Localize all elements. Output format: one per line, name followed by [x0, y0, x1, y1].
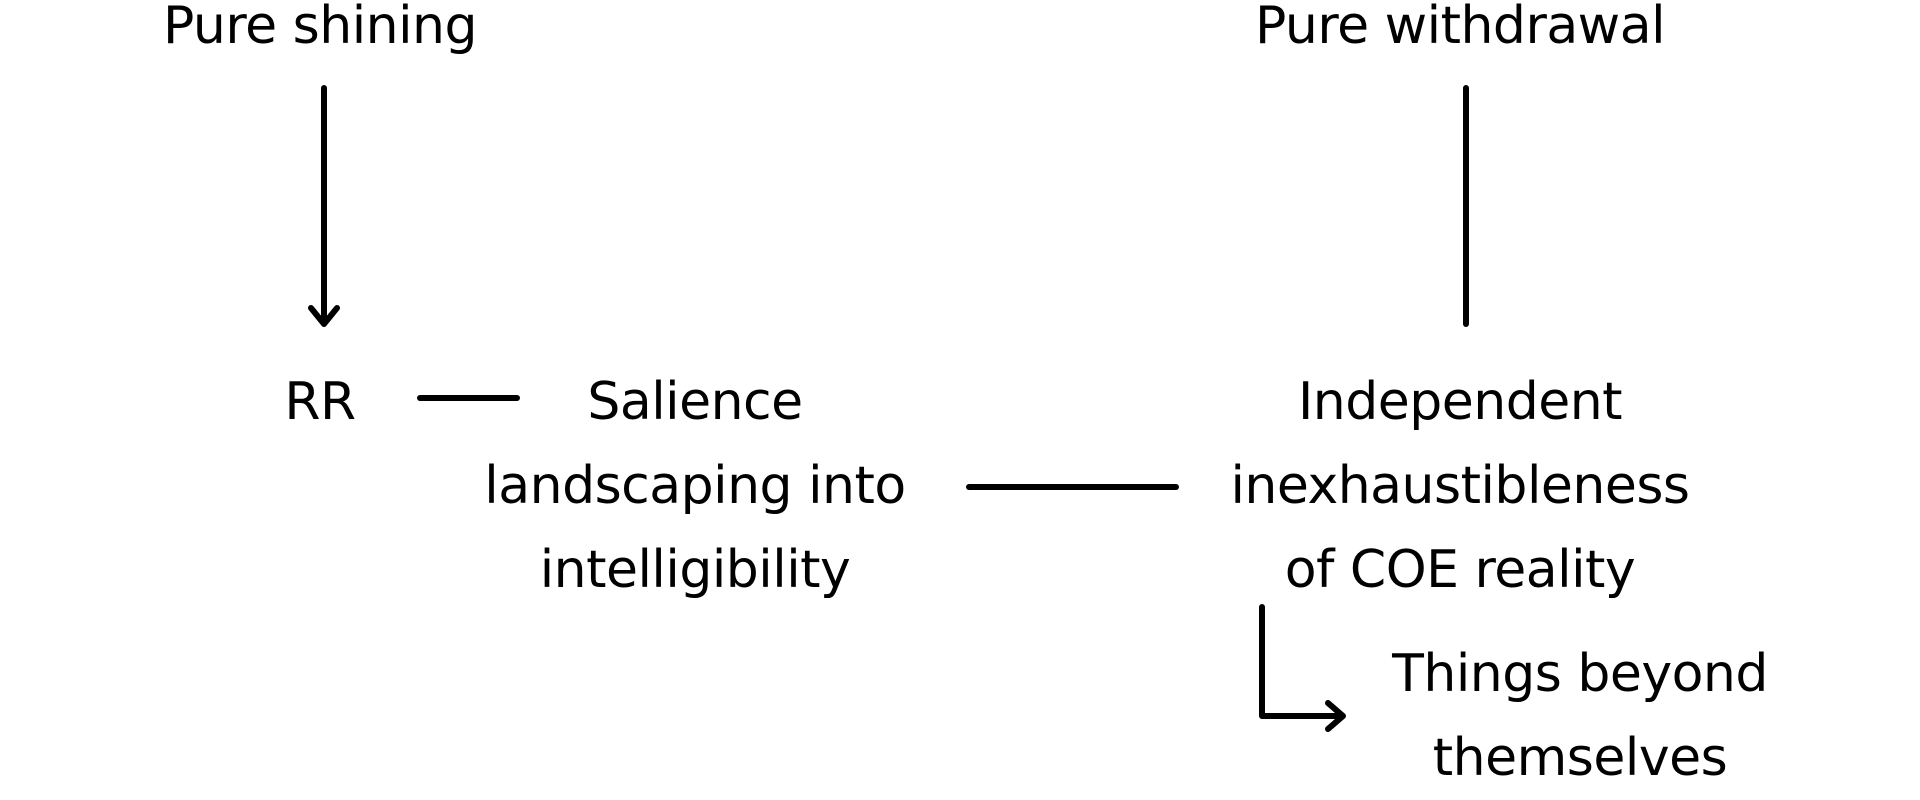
arrow-independent-to-things-beyond [1259, 604, 1346, 732]
node-salience: Salience landscaping into intelligibilit… [484, 372, 906, 600]
node-pure-withdrawal: Pure withdrawal [1254, 0, 1666, 56]
node-things-beyond: Things beyond themselves [1392, 644, 1768, 788]
node-pure-shining: Pure shining [162, 0, 478, 56]
arrow-pure-shining-to-rr [308, 85, 340, 327]
node-independent: Independent inexhaustibleness of COE rea… [1230, 372, 1690, 600]
node-rr: RR [284, 372, 356, 432]
